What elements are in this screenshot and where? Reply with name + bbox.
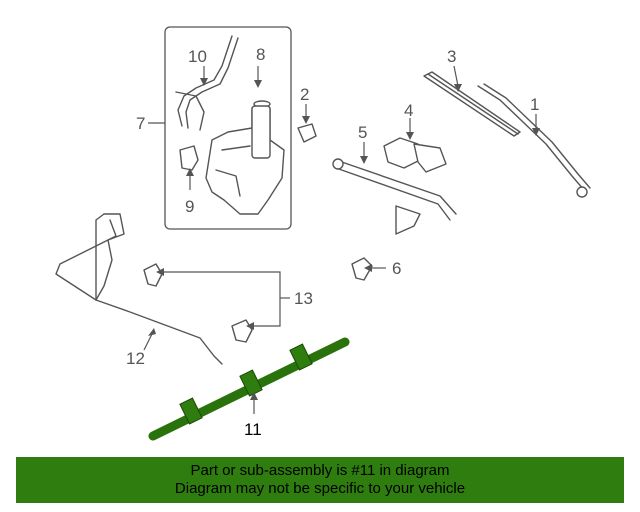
nozzle-part	[351, 257, 386, 281]
callout-11: 11	[244, 420, 262, 439]
callout-8: 8	[256, 45, 265, 64]
banner-line-1: Part or sub-assembly is #11 in diagram	[190, 462, 450, 479]
callout-3: 3	[447, 47, 456, 66]
callout-5: 5	[358, 123, 367, 142]
callout-4: 4	[404, 101, 413, 120]
wiper-blade-and-arm	[423, 65, 591, 198]
highlighted-part-11	[148, 337, 350, 441]
callout-6: 6	[392, 259, 401, 278]
nozzles-part	[143, 263, 290, 343]
banner-line-2: Diagram may not be specific to your vehi…	[174, 480, 466, 497]
callout-12: 12	[126, 349, 145, 368]
callout-1: 1	[530, 95, 539, 114]
callout-13: 13	[294, 289, 313, 308]
callout-7: 7	[136, 114, 145, 133]
callout-9: 9	[185, 197, 194, 216]
hose-part	[55, 213, 223, 365]
callout-2: 2	[300, 85, 309, 104]
cap-part	[297, 104, 317, 143]
parts-diagram: 1 2 3 4 5 6 7 8 9 10 11 12 13	[55, 26, 591, 441]
reservoir-group	[148, 26, 292, 230]
wiper-motor-and-linkage	[332, 118, 457, 235]
info-banner: Part or sub-assembly is #11 in diagram D…	[16, 457, 624, 503]
callout-10: 10	[188, 47, 207, 66]
